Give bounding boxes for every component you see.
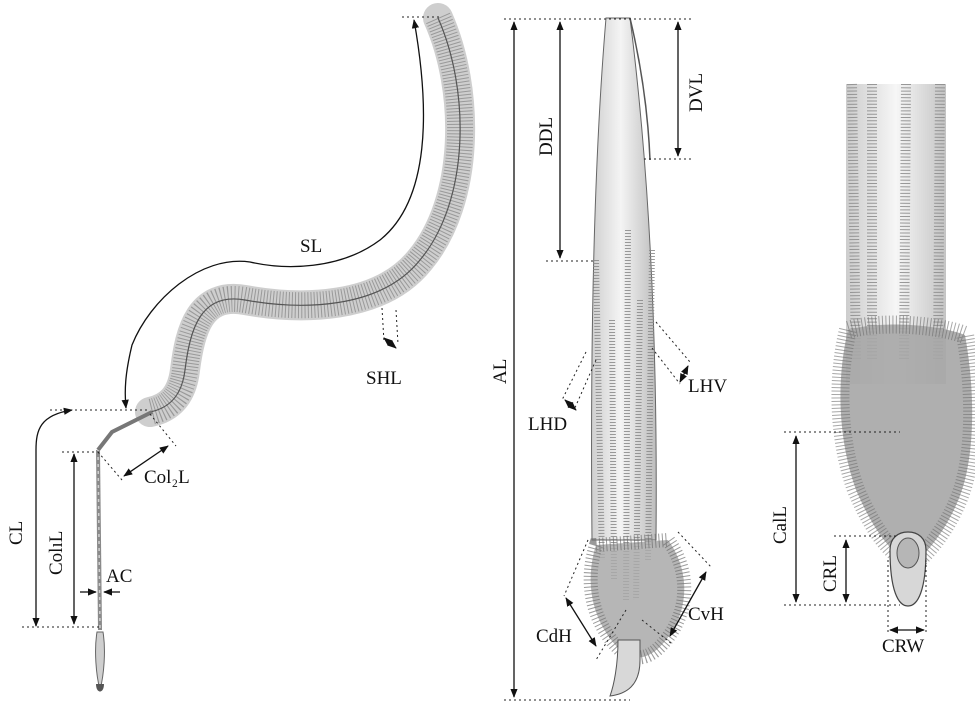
label-shl: SHL	[366, 368, 402, 389]
column-first-segment	[98, 450, 100, 630]
cl-arrow	[36, 410, 72, 626]
label-call: CalL	[770, 506, 791, 544]
subula-hair-band	[150, 18, 460, 412]
sl-arrow	[125, 20, 423, 408]
lemma-figure: AL DDL DVL LHD LHV CdH CvH	[490, 18, 727, 700]
callus	[96, 684, 104, 692]
awn-whole-figure: SL SHL CL ColıL Col₂L AC	[6, 17, 460, 692]
label-cdh: CdH	[536, 626, 572, 647]
label-crl: CRL	[820, 555, 841, 592]
column-second-segment	[98, 412, 152, 450]
label-lhd: LHD	[528, 414, 567, 435]
label-col1l: ColıL	[46, 531, 67, 575]
label-ac: AC	[106, 566, 132, 587]
label-al: AL	[490, 359, 511, 384]
label-ddl: DDL	[536, 117, 557, 156]
lemma-body	[96, 632, 105, 690]
label-cl: CL	[6, 521, 27, 545]
label-lhv: LHV	[688, 376, 727, 397]
label-col2l: Col₂L	[144, 467, 190, 488]
label-cvh: CvH	[688, 604, 724, 625]
label-crw: CRW	[882, 636, 924, 657]
callus-detail-figure: CalL CRL CRW	[770, 84, 972, 657]
label-dvl: DVL	[686, 73, 707, 112]
label-sl: SL	[300, 236, 322, 257]
callus-hair-brush	[840, 325, 972, 560]
callus-cavity	[897, 538, 919, 568]
